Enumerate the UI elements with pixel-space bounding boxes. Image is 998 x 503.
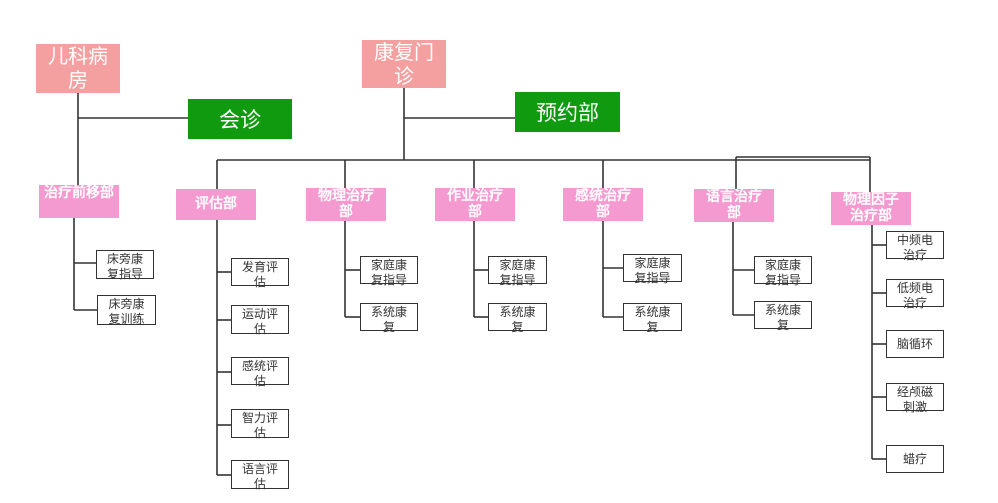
leaf-occupational-home-guidance: 家庭康复指导 bbox=[488, 256, 547, 287]
leaf-occupational-systematic-rehab: 系统康复 bbox=[488, 303, 547, 334]
occupational-therapy-department-node: 作业治疗部 bbox=[435, 188, 515, 221]
leaf-bedside-guidance: 床旁康复指导 bbox=[96, 250, 154, 281]
leaf-language-eval: 语言评估 bbox=[231, 460, 289, 491]
leaf-physio-home-guidance: 家庭康复指导 bbox=[360, 256, 418, 287]
leaf-brain-circulation: 脑循环 bbox=[886, 330, 944, 358]
speech-therapy-department-node: 语言治疗部 bbox=[694, 189, 774, 222]
physiotherapy-department-node: 物理治疗部 bbox=[306, 188, 386, 221]
evaluation-department-node: 评估部 bbox=[176, 189, 256, 220]
leaf-speech-systematic-rehab: 系统康复 bbox=[754, 301, 812, 332]
pediatrics-ward-node: 儿科病房 bbox=[36, 44, 120, 93]
leaf-bedside-training: 床旁康复训练 bbox=[97, 295, 156, 326]
leaf-wax-therapy: 蜡疗 bbox=[886, 445, 944, 473]
leaf-motor-eval: 运动评估 bbox=[231, 305, 289, 336]
leaf-intelligence-eval: 智力评估 bbox=[231, 409, 289, 440]
consultation-node: 会诊 bbox=[188, 99, 292, 139]
pretransfer-department-node: 治疗前移部 bbox=[39, 185, 119, 218]
rehab-clinic-node: 康复门诊 bbox=[362, 40, 446, 88]
leaf-tms: 经颅磁刺激 bbox=[886, 383, 944, 414]
leaf-physio-systematic-rehab: 系统康复 bbox=[360, 303, 418, 334]
sensory-integration-department-node: 感统治疗部 bbox=[563, 188, 643, 221]
appointment-department-node: 预约部 bbox=[515, 92, 620, 132]
leaf-sensory-home-guidance: 家庭康复指导 bbox=[623, 254, 682, 285]
leaf-sensory-systematic-rehab: 系统康复 bbox=[623, 303, 682, 334]
leaf-speech-home-guidance: 家庭康复指导 bbox=[754, 256, 812, 287]
leaf-development-eval: 发育评估 bbox=[231, 258, 289, 289]
leaf-low-frequency: 低频电治疗 bbox=[886, 279, 944, 310]
leaf-sensory-eval: 感统评估 bbox=[231, 357, 289, 388]
leaf-medium-frequency: 中频电治疗 bbox=[886, 231, 944, 262]
physical-factor-department-node: 物理因子治疗部 bbox=[831, 192, 911, 225]
